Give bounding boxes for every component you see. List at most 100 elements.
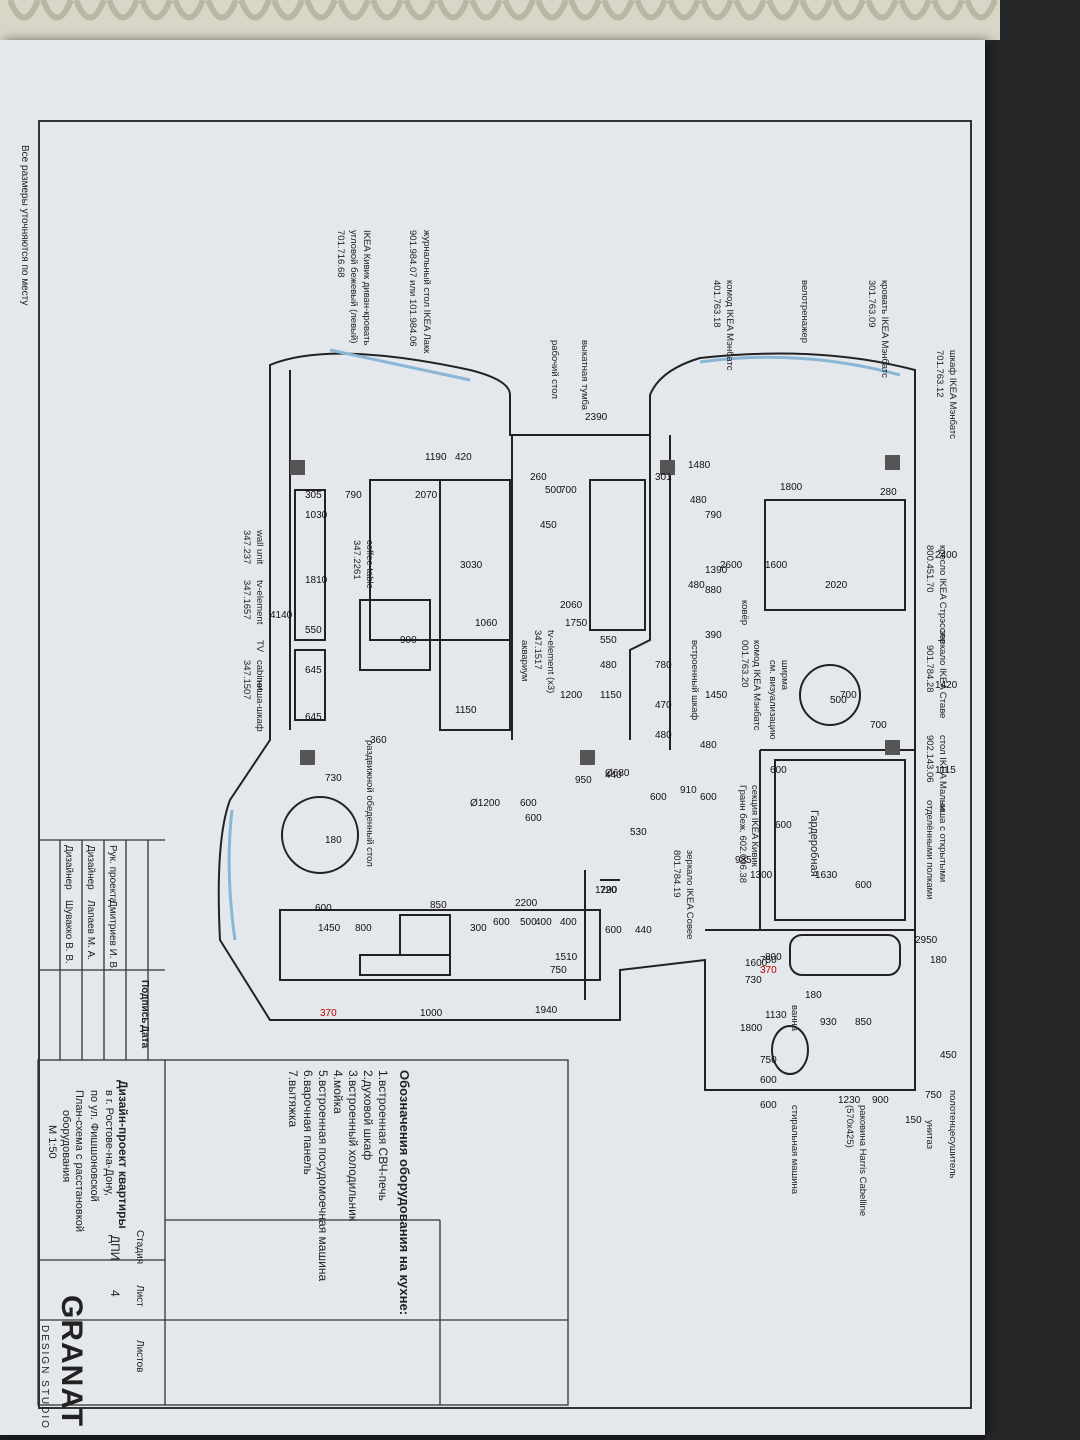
dimension-value: 800 [765, 952, 782, 963]
title-block [37, 1059, 569, 1406]
column [660, 460, 675, 475]
label-sofa: IKEA Кивик диван-кровать [361, 230, 372, 346]
label-mirror-code: 901.784.28 [924, 645, 935, 693]
dimension-value: 550 [600, 635, 617, 646]
tb-sign-label: Подпись [139, 980, 150, 1024]
dimension-value: 1480 [688, 460, 711, 471]
dimension-value: 2600 [720, 560, 743, 571]
label-desk: рабочий стол [549, 340, 560, 399]
bathtub [789, 934, 901, 976]
label-chest2-code: 001.763.20 [739, 640, 750, 688]
legend-item: 2.духовой шкаф [361, 1070, 375, 1161]
dimension-value: 180 [930, 955, 947, 966]
dimension-value: 1200 [560, 690, 583, 701]
dimension-value: 1030 [305, 510, 328, 521]
side-note: Все размеры уточняются по месту [19, 145, 30, 306]
dimension-value: 3030 [460, 560, 483, 571]
label-towel: полотенцесушитель [947, 1090, 958, 1179]
tb-date-label: Дата [139, 1025, 150, 1049]
label-toilet: унитаз [924, 1120, 935, 1150]
dimension-value: 390 [705, 630, 722, 641]
sofa-chaise [439, 479, 511, 731]
tb-name: Шувакко В. В. [63, 900, 74, 964]
legend-item: 7.вытяжка [286, 1070, 300, 1128]
binder-rings [0, 0, 1000, 40]
dimension-value: 700 [870, 720, 887, 731]
label-chest-code: 401.763.18 [711, 280, 722, 328]
dimension-value: 180 [325, 835, 342, 846]
dimension-value: 600 [770, 765, 787, 776]
dimension-value: 600 [605, 925, 622, 936]
label-tv-el-code: 347.1657 [241, 580, 252, 620]
label-tv-el: tv-element [254, 580, 265, 625]
dimension-value: 480 [688, 580, 705, 591]
tb-role: Дизайнер [63, 845, 74, 890]
dimension-value: 500 [545, 485, 562, 496]
window [329, 348, 471, 382]
tb-city: в г. Ростове-на-Дону, [103, 1090, 115, 1196]
studio-logo: GRANAT [55, 1295, 88, 1428]
label-screen-2: см. визуализацию [767, 660, 778, 740]
tb-sheet-title: План-схема с расстановкой [73, 1090, 85, 1232]
dimension-value: 935 [735, 855, 752, 866]
dimension-value: 600 [855, 880, 872, 891]
dimension-value: 180 [805, 990, 822, 1001]
dimension-value: 1290 [595, 885, 618, 896]
binder-ring [172, 0, 206, 21]
tb-stage: ДПИ [108, 1235, 122, 1261]
dimension-value: 400 [560, 917, 577, 928]
label-niche-cab: ниша-шкаф [254, 680, 265, 732]
dimension-value: 550 [305, 625, 322, 636]
dimension-value: 300 [470, 923, 487, 934]
dimension-value: 2060 [560, 600, 583, 611]
tb-street: по ул. Фишшоновской [88, 1090, 100, 1202]
dimension-value: 850 [855, 1017, 872, 1028]
label-aquarium: аквариум [519, 640, 530, 682]
dimension-value: 480 [700, 740, 717, 751]
dimension-value: 800 [355, 923, 372, 934]
dimension-value: 480 [655, 730, 672, 741]
legend-item: 6.варочная панель [301, 1070, 315, 1175]
binder-ring [106, 0, 140, 21]
label-niche-2: отделёнными полками [924, 800, 935, 900]
label-coffee: журнальный стол IKEA Лакк [421, 230, 432, 354]
label-wall-unit-code: 347.237 [241, 530, 252, 565]
label-carpet: ковёр [739, 600, 750, 626]
desk [589, 479, 646, 631]
dimension-value: 450 [540, 520, 557, 531]
dimension-value: 1450 [318, 923, 341, 934]
label-wardrobe-room: Гардеробная [808, 810, 820, 877]
dimension-value: 1390 [705, 565, 728, 576]
binder-ring [469, 0, 503, 21]
tb-stage-label: Стадия [134, 1230, 145, 1265]
binder-ring [733, 0, 767, 21]
dimension-value: 600 [493, 917, 510, 928]
dimension-value: 1800 [740, 1023, 763, 1034]
binder-ring [403, 0, 437, 21]
column [300, 750, 315, 765]
dimension-value: 750 [550, 965, 567, 976]
dimension-value: 1600 [745, 958, 768, 969]
floor-plan [37, 348, 916, 1406]
dimension-value: 480 [690, 495, 707, 506]
dimension-value: 700 [840, 690, 857, 701]
column [290, 460, 305, 475]
binder-ring [139, 0, 173, 21]
wall-unit [294, 489, 326, 641]
dimension-value: 600 [775, 820, 792, 831]
dimension-value: 150 [905, 1115, 922, 1126]
binder-ring [271, 0, 305, 21]
label-bed-code: 301.763.09 [866, 280, 877, 328]
tb-sheet-no: 4 [108, 1290, 122, 1297]
dimension-value: 440 [635, 925, 652, 936]
dimension-value: 2390 [585, 412, 608, 423]
dimension-value: 1060 [475, 618, 498, 629]
legend-item: 4.мойка [331, 1070, 345, 1114]
label-sink: раковина Harris Cabelline [857, 1105, 868, 1217]
dimension-value: 1230 [838, 1095, 861, 1106]
dimension-value: 1630 [815, 870, 838, 881]
dimension-value: 2070 [415, 490, 438, 501]
dimension-value: 730 [745, 975, 762, 986]
binder-ring [337, 0, 371, 21]
dimension-value: 750 [760, 955, 777, 966]
